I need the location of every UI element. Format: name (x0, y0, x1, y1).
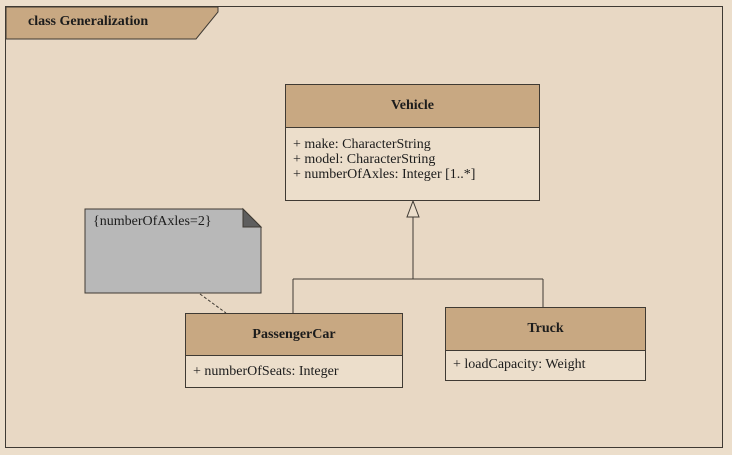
class-passengercar-name: PassengerCar (186, 314, 402, 356)
note-text: {numberOfAxles=2} (93, 214, 212, 229)
attribute-model: + model: CharacterString (293, 152, 436, 167)
attribute-make: + make: CharacterString (293, 137, 431, 152)
class-vehicle-attributes: + make: CharacterString + model: Charact… (286, 128, 539, 185)
attribute-number-of-axles: + numberOfAxles: Integer [1..*] (293, 167, 476, 182)
class-vehicle-name: Vehicle (286, 85, 539, 128)
class-truck[interactable]: Truck + loadCapacity: Weight (445, 307, 646, 381)
frame-label-tab (5, 6, 219, 40)
note-shape (84, 208, 262, 294)
note-anchor-line (199, 293, 227, 314)
class-vehicle[interactable]: Vehicle + make: CharacterString + model:… (285, 84, 540, 201)
class-truck-attributes: + loadCapacity: Weight (446, 351, 645, 375)
class-passengercar-attributes: + numberOfSeats: Integer (186, 356, 402, 382)
frame-label: class Generalization (28, 14, 149, 29)
attribute-load-capacity: + loadCapacity: Weight (453, 357, 586, 372)
note-fold (242, 207, 263, 228)
class-truck-name: Truck (446, 308, 645, 351)
generalization-arrowhead (406, 199, 420, 218)
attribute-number-of-seats: + numberOfSeats: Integer (193, 364, 339, 379)
class-passengercar[interactable]: PassengerCar + numberOfSeats: Integer (185, 313, 403, 388)
